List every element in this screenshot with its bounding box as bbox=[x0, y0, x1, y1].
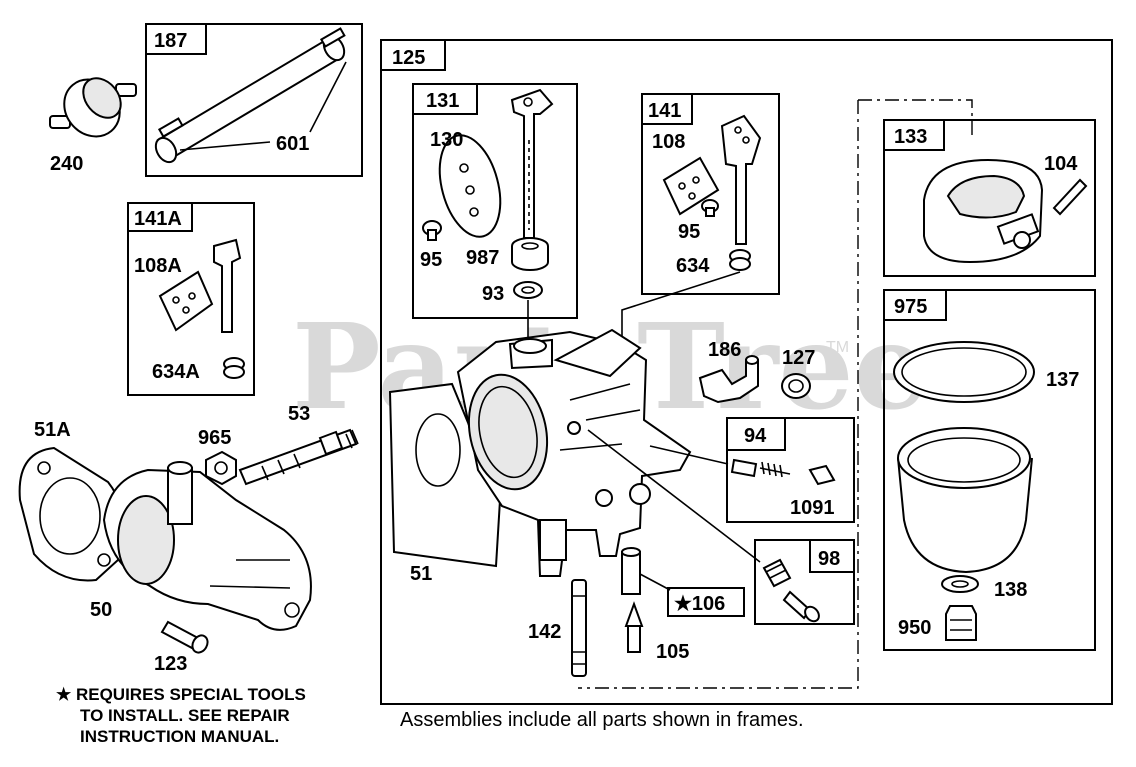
part-53-stud[interactable] bbox=[238, 428, 359, 486]
label-123: 123 bbox=[154, 653, 187, 675]
label-240: 240 bbox=[50, 153, 83, 175]
reference-line-bowl-left bbox=[578, 100, 859, 689]
watermark-trademark: TM bbox=[826, 339, 849, 356]
reference-line-bowl-top bbox=[858, 99, 973, 140]
part-carburetor-body[interactable] bbox=[456, 328, 692, 577]
frame-141A-tag bbox=[127, 202, 193, 232]
label-634A: 634A bbox=[152, 361, 200, 383]
leader-106 bbox=[639, 573, 671, 591]
part-138-washer[interactable] bbox=[941, 575, 979, 593]
label-987: 987 bbox=[466, 247, 499, 269]
label-186: 186 bbox=[708, 339, 741, 361]
label-137: 137 bbox=[1046, 369, 1079, 391]
label-105: 105 bbox=[656, 641, 689, 663]
frame-98 bbox=[754, 539, 855, 625]
label-138: 138 bbox=[994, 579, 1027, 601]
label-95a: 95 bbox=[420, 249, 442, 271]
part-634A-seal[interactable] bbox=[223, 357, 245, 379]
label-965: 965 bbox=[198, 427, 231, 449]
part-51-carb-gasket[interactable] bbox=[388, 382, 502, 568]
frame-133-tag bbox=[883, 119, 945, 151]
frame-187-label: 187 bbox=[154, 30, 187, 52]
leader-98 bbox=[587, 429, 761, 563]
assemblies-caption: Assemblies include all parts shown in fr… bbox=[400, 709, 804, 731]
part-133-float[interactable] bbox=[923, 158, 1044, 264]
label-130: 130 bbox=[430, 129, 463, 151]
part-965-nut[interactable] bbox=[205, 450, 237, 486]
label-601: 601 bbox=[276, 133, 309, 155]
label-108: 108 bbox=[652, 131, 685, 153]
part-601-fuel-line[interactable] bbox=[152, 27, 349, 166]
frame-106 bbox=[667, 587, 745, 617]
label-95b: 95 bbox=[678, 221, 700, 243]
part-93-seal-ring[interactable] bbox=[513, 281, 543, 299]
frame-975-label: 975 bbox=[894, 296, 927, 318]
part-104-float-pin[interactable] bbox=[1052, 178, 1088, 216]
frame-125-label: 125 bbox=[392, 47, 425, 69]
leader-94 bbox=[649, 445, 729, 465]
part-950-bowl-screw[interactable] bbox=[945, 605, 977, 641]
frame-125 bbox=[380, 39, 1113, 705]
frame-94 bbox=[726, 417, 855, 523]
part-240-fuel-filter[interactable] bbox=[49, 68, 137, 147]
label-108A: 108A bbox=[134, 255, 182, 277]
part-float-bowl[interactable] bbox=[897, 427, 1033, 574]
label-127: 127 bbox=[782, 347, 815, 369]
label-142: 142 bbox=[528, 621, 561, 643]
note-line-3: INSTRUCTION MANUAL. bbox=[80, 727, 279, 746]
note-line-2: TO INSTALL. SEE REPAIR bbox=[80, 706, 290, 725]
frame-141A-label: 141A bbox=[134, 208, 182, 230]
part-142-emulsion-tube[interactable] bbox=[571, 579, 587, 677]
frame-94-label: 94 bbox=[744, 425, 767, 447]
frame-133 bbox=[883, 119, 1096, 277]
part-choke-shaft[interactable] bbox=[510, 88, 554, 239]
frame-187 bbox=[145, 23, 363, 177]
label-106: ★106 bbox=[674, 593, 725, 615]
frame-187-tag bbox=[145, 23, 207, 55]
frame-131 bbox=[412, 83, 578, 319]
part-137-bowl-gasket[interactable] bbox=[893, 341, 1035, 403]
frame-131-label: 131 bbox=[426, 90, 459, 112]
label-104: 104 bbox=[1044, 153, 1078, 175]
frame-98-label: 98 bbox=[818, 548, 840, 570]
frame-975 bbox=[883, 289, 1096, 651]
frame-141 bbox=[641, 93, 780, 295]
part-98-mixture-screw[interactable] bbox=[762, 558, 822, 624]
label-51A: 51A bbox=[34, 419, 71, 441]
part-108A-throttle-plate[interactable] bbox=[158, 270, 214, 332]
part-130-choke-plate[interactable] bbox=[429, 129, 510, 244]
label-1091: 1091 bbox=[790, 497, 835, 519]
frame-98-tag bbox=[809, 539, 855, 573]
frame-133-label: 133 bbox=[894, 126, 927, 148]
part-186-elbow-fitting[interactable] bbox=[698, 355, 759, 404]
frame-975-tag bbox=[883, 289, 947, 321]
part-throttle-shaft-141[interactable] bbox=[720, 114, 762, 245]
frame-125-tag bbox=[380, 39, 446, 71]
part-50-intake-elbow[interactable] bbox=[102, 461, 312, 631]
label-950: 950 bbox=[898, 617, 931, 639]
part-127-welch-plug[interactable] bbox=[781, 373, 811, 399]
part-634-seal[interactable] bbox=[729, 249, 751, 271]
label-93: 93 bbox=[482, 283, 504, 305]
part-123-screw[interactable] bbox=[160, 620, 211, 655]
part-105-inlet-needle[interactable] bbox=[624, 601, 644, 653]
frame-131-tag bbox=[412, 83, 478, 115]
frame-141-label: 141 bbox=[648, 100, 681, 122]
part-108-throttle-plate[interactable] bbox=[662, 156, 720, 216]
part-987-seal[interactable] bbox=[511, 237, 549, 271]
part-95-screw-throttle[interactable] bbox=[701, 199, 719, 217]
frame-141-tag bbox=[641, 93, 693, 125]
frame-94-tag bbox=[726, 417, 786, 451]
part-94-idle-screw[interactable] bbox=[730, 458, 836, 486]
label-50: 50 bbox=[90, 599, 112, 621]
part-106-main-jet[interactable] bbox=[621, 547, 641, 595]
label-634: 634 bbox=[676, 255, 710, 277]
part-95-screw-choke[interactable] bbox=[422, 220, 442, 241]
part-throttle-shaft-141A[interactable] bbox=[213, 238, 242, 333]
label-51: 51 bbox=[410, 563, 432, 585]
note-line-1: ★ REQUIRES SPECIAL TOOLS bbox=[56, 685, 306, 704]
label-53: 53 bbox=[288, 403, 310, 425]
